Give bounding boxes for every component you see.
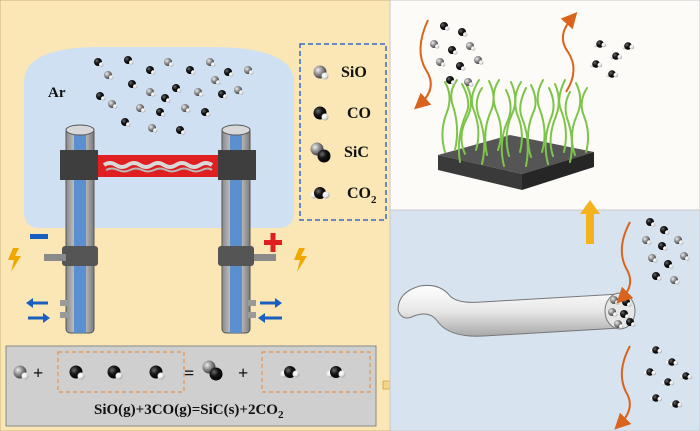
flow-arrow-icon	[614, 345, 632, 430]
flow-arrow-icon	[616, 221, 634, 304]
reaction-equation-sub: 2	[278, 409, 284, 421]
plus-sign: +	[238, 363, 248, 383]
negative-symbol	[30, 234, 48, 239]
legend-label-co: CO	[347, 105, 371, 122]
left-clamp	[60, 150, 98, 180]
lightning-icon	[8, 248, 21, 272]
reaction-panel	[5, 345, 377, 427]
reaction-equation: SiO(g)+3CO(g)=SiC(s)+2CO2	[94, 402, 284, 421]
lightning-icon	[294, 248, 307, 272]
plus-sign: +	[33, 363, 43, 383]
nanowires	[441, 79, 590, 167]
flow-arrow-icon	[560, 12, 578, 93]
legend-label-co2: CO2	[347, 185, 377, 206]
chamber-gas-label: Ar	[48, 85, 66, 101]
positive-symbol	[264, 233, 282, 252]
reaction-chamber	[24, 47, 294, 228]
legend-label-co2-sub: 2	[371, 194, 377, 206]
legend-label-sic: SiC	[344, 144, 369, 161]
double-arrow-icon	[26, 298, 50, 323]
reactant-co-group	[57, 351, 185, 393]
legend-label-co2-main: CO	[347, 185, 371, 202]
reaction-equation-main: SiO(g)+3CO(g)=SiC(s)+2CO	[94, 402, 278, 418]
flow-arrow-icon	[414, 19, 432, 110]
legend-label-sio: SiO	[341, 64, 367, 81]
legend-box	[299, 43, 387, 221]
up-arrow-icon	[580, 200, 600, 244]
right-clamp	[218, 150, 256, 180]
product-co2-group	[261, 351, 371, 393]
double-arrow-icon	[258, 298, 282, 323]
equals-sign: =	[184, 363, 194, 383]
